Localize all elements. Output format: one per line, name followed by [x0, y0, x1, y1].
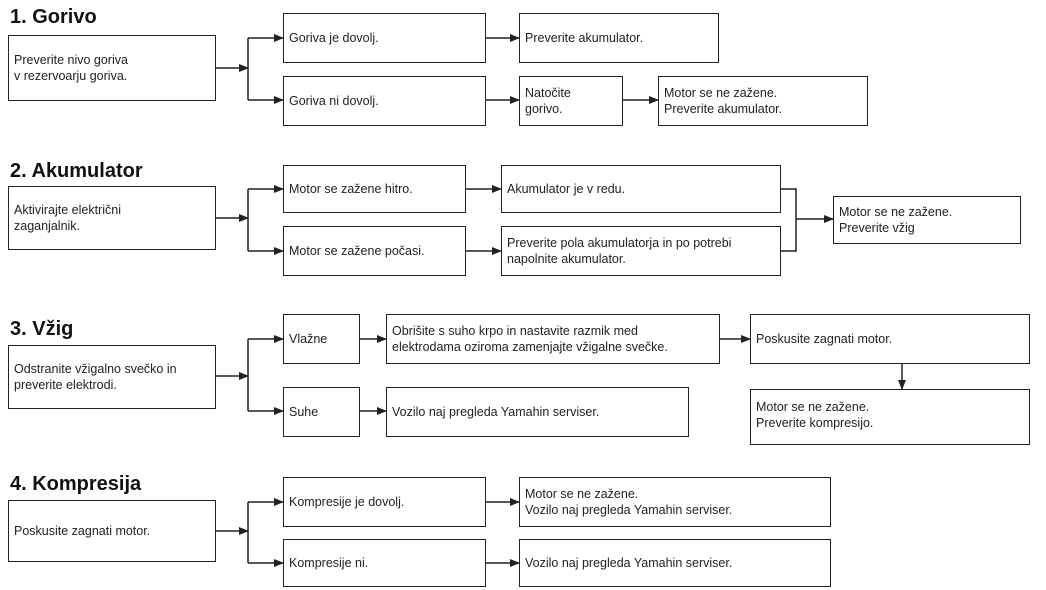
- gorivo-yes-result-box: Preverite akumulator.: [519, 13, 719, 63]
- vzig-wet-final-box: Motor se ne zažene. Preverite kompresijo…: [750, 389, 1030, 445]
- akumulator-slow-box: Motor se zažene počasi.: [283, 226, 466, 276]
- section-title-gorivo: 1. Gorivo: [10, 6, 97, 28]
- gorivo-no-action-box: Natočite gorivo.: [519, 76, 623, 126]
- connector-akumulator-merge: [781, 188, 797, 252]
- gorivo-no-result-box: Motor se ne zažene. Preverite akumulator…: [658, 76, 868, 126]
- gorivo-no-box: Goriva ni dovolj.: [283, 76, 486, 126]
- akumulator-slow-result-box: Preverite pola akumulatorja in po potreb…: [501, 226, 781, 276]
- vzig-wet-result-box: Poskusite zagnati motor.: [750, 314, 1030, 364]
- section-title-vzig: 3. Vžig: [10, 318, 74, 340]
- kompresija-yes-result-box: Motor se ne zažene. Vozilo naj pregleda …: [519, 477, 831, 527]
- vzig-wet-action-box: Obrišite s suho krpo in nastavite razmik…: [386, 314, 720, 364]
- vzig-dry-box: Suhe: [283, 387, 360, 437]
- gorivo-yes-box: Goriva je dovolj.: [283, 13, 486, 63]
- kompresija-yes-box: Kompresije je dovolj.: [283, 477, 486, 527]
- kompresija-check-box: Poskusite zagnati motor.: [8, 500, 216, 562]
- gorivo-check-box: Preverite nivo goriva v rezervoarju gori…: [8, 35, 216, 101]
- vzig-check-box: Odstranite vžigalno svečko in preverite …: [8, 345, 216, 409]
- kompresija-no-box: Kompresije ni.: [283, 539, 486, 587]
- vzig-wet-box: Vlažne: [283, 314, 360, 364]
- akumulator-fast-box: Motor se zažene hitro.: [283, 165, 466, 213]
- akumulator-check-box: Aktivirajte električni zaganjalnik.: [8, 186, 216, 250]
- akumulator-fast-result-box: Akumulator je v redu.: [501, 165, 781, 213]
- kompresija-no-result-box: Vozilo naj pregleda Yamahin serviser.: [519, 539, 831, 587]
- section-title-kompresija: 4. Kompresija: [10, 473, 142, 495]
- akumulator-final-box: Motor se ne zažene. Preverite vžig: [833, 196, 1021, 244]
- vzig-dry-result-box: Vozilo naj pregleda Yamahin serviser.: [386, 387, 689, 437]
- section-title-akumulator: 2. Akumulator: [10, 160, 143, 182]
